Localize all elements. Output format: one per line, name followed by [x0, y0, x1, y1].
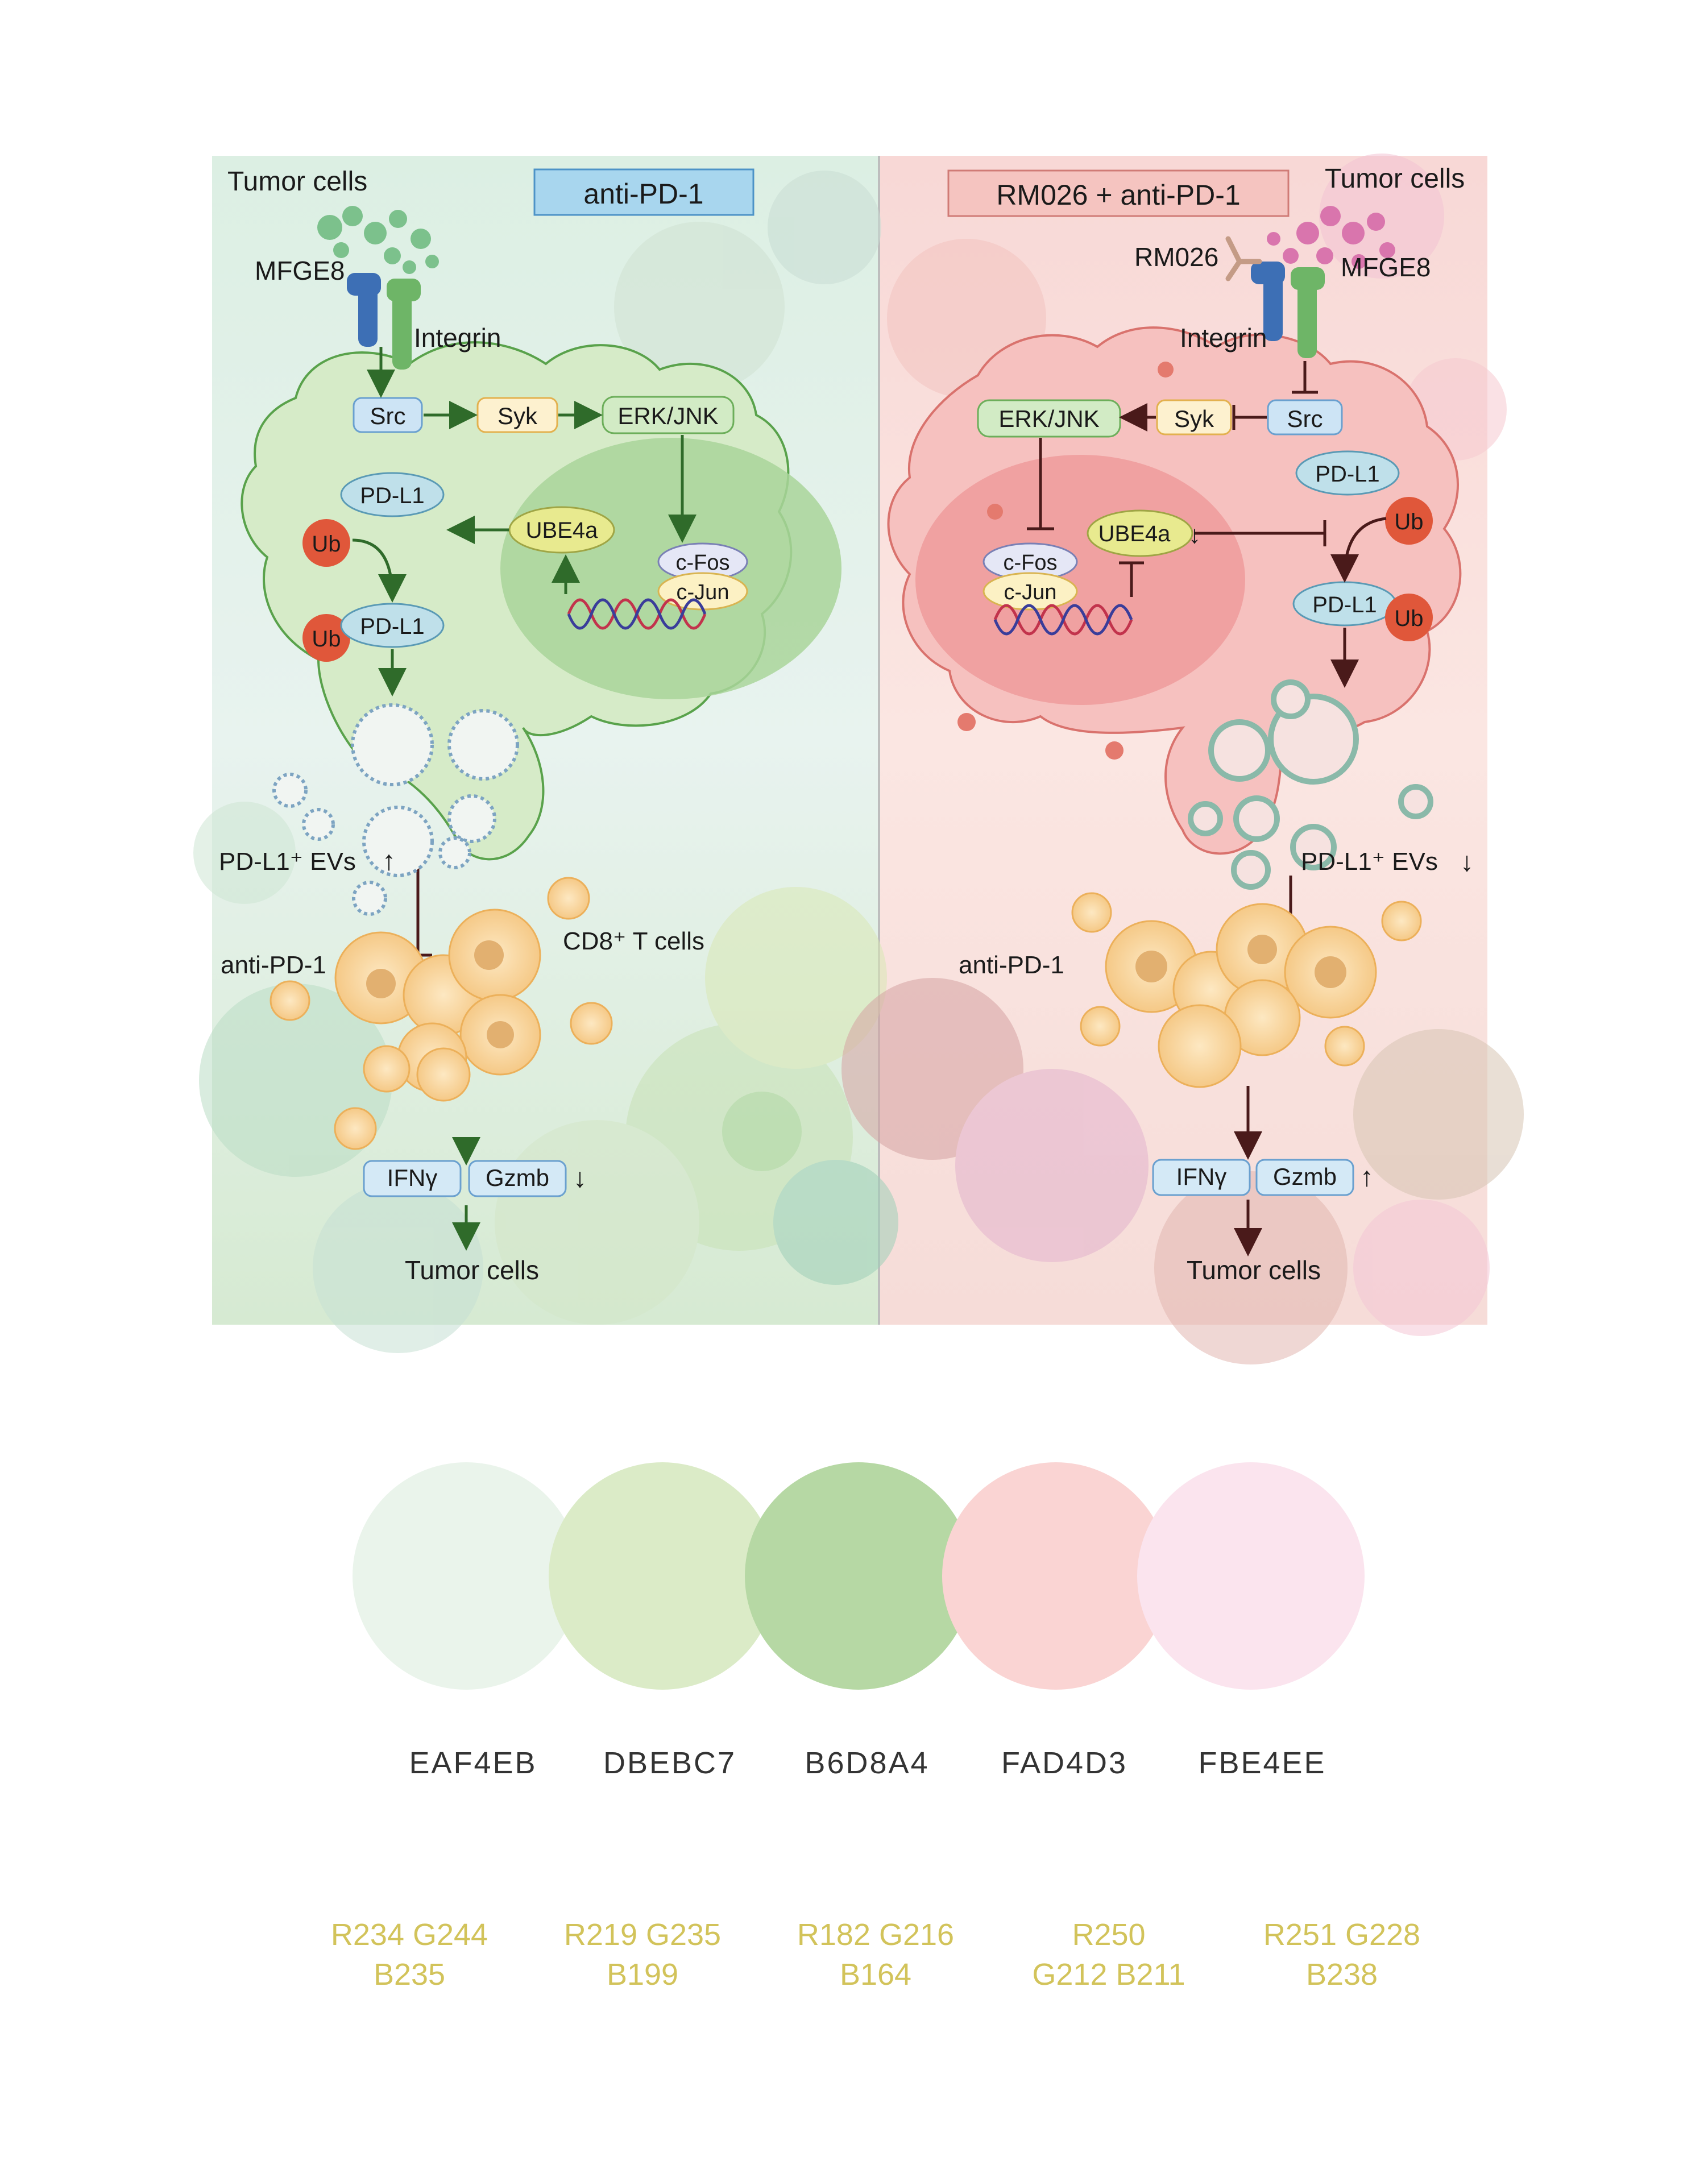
right-ub1-label: Ub	[1394, 509, 1423, 534]
left-dna-helix	[567, 598, 707, 630]
swatch-circle-2	[549, 1462, 776, 1690]
left-pdl1-top-node	[340, 472, 445, 517]
right-rm026-label: RM026	[1134, 242, 1218, 272]
right-evs-arrow: ↓	[1460, 847, 1474, 877]
left-src-node	[353, 397, 423, 433]
left-evs-arrow: ↑	[382, 846, 396, 876]
right-pdl1-bottom-label: PD-L1	[1312, 592, 1377, 617]
left-mfge8-label: MFGE8	[255, 256, 345, 285]
swatch-hex-5: FBE4EE	[1198, 1746, 1326, 1780]
right-ube4a-label: UBE4a	[1098, 521, 1171, 546]
right-extracellular-vesicles	[1188, 679, 1433, 890]
right-pdl1-top-node	[1295, 450, 1400, 496]
right-mfge8-vesicles	[1267, 206, 1395, 269]
left-cjun-label: c-Jun	[677, 580, 729, 604]
right-ub2-node	[1385, 594, 1433, 641]
swatch-hex-4: FAD4D3	[1001, 1746, 1128, 1780]
left-pdl1-top-label: PD-L1	[360, 483, 424, 508]
rm026-antibody-icon	[1225, 236, 1262, 281]
left-syk-node	[476, 397, 558, 433]
right-integrin-label: Integrin	[1180, 323, 1267, 352]
right-t-cells	[1071, 892, 1422, 1088]
right-dna-helix	[993, 604, 1133, 636]
right-mfge8-label: MFGE8	[1341, 252, 1431, 282]
right-cjun-label: c-Jun	[1004, 580, 1057, 604]
right-tumor-cells-top: Tumor cells	[1325, 164, 1465, 194]
right-syk-node	[1156, 399, 1232, 435]
right-cell-dots	[957, 362, 1174, 760]
right-integrin-receptor	[1251, 262, 1325, 358]
swatch-circle-1	[353, 1462, 580, 1690]
left-tumor-cells-top: Tumor cells	[227, 167, 367, 197]
right-src-label: Src	[1287, 405, 1323, 432]
left-syk-label: Syk	[498, 403, 538, 429]
left-ube4a-node	[508, 506, 615, 554]
left-gzmb-node	[468, 1160, 567, 1197]
right-ifng-node	[1152, 1159, 1251, 1196]
left-erk-node	[602, 396, 735, 434]
left-tumor-cells-bottom: Tumor cells	[405, 1255, 539, 1285]
right-ifng-label: IFNγ	[1176, 1163, 1227, 1190]
right-ub2-label: Ub	[1394, 606, 1423, 631]
left-title: anti-PD-1	[583, 178, 703, 210]
left-ifng-node	[363, 1160, 462, 1197]
left-evs-label: PD-L1⁺ EVs	[219, 848, 356, 876]
right-ub1-node	[1385, 497, 1433, 545]
right-syk-label: Syk	[1174, 405, 1214, 432]
left-gzmb-arrow: ↓	[573, 1163, 587, 1193]
right-tumor-cells-bottom: Tumor cells	[1187, 1255, 1321, 1285]
right-ube4a-arrow: ↓	[1188, 521, 1201, 549]
right-antipd1-label: anti-PD-1	[959, 951, 1064, 979]
right-erk-label: ERK/JNK	[998, 405, 1099, 432]
left-pdl1-bottom-node	[340, 603, 445, 648]
right-gzmb-node	[1255, 1159, 1354, 1196]
left-erk-label: ERK/JNK	[617, 403, 718, 429]
left-integrin-label: Integrin	[414, 323, 501, 352]
right-title: RM026 + anti-PD-1	[996, 179, 1240, 211]
left-ub2-label: Ub	[312, 627, 341, 652]
swatch-hex-1: EAF4EB	[409, 1746, 537, 1780]
left-pdl1-bottom-label: PD-L1	[360, 614, 424, 639]
left-integrin-receptor	[347, 273, 421, 370]
right-gzmb-arrow: ↑	[1360, 1162, 1374, 1192]
right-evs-label: PD-L1⁺ EVs	[1301, 848, 1438, 876]
right-cfos-label: c-Fos	[1004, 551, 1058, 575]
left-ube4a-label: UBE4a	[526, 518, 598, 543]
right-nucleus	[915, 455, 1245, 705]
left-ub1-node	[302, 519, 350, 567]
left-t-cells	[270, 877, 613, 1150]
right-src-node	[1267, 399, 1343, 435]
left-src-label: Src	[370, 403, 406, 429]
swatch-circle-3	[745, 1462, 972, 1690]
left-ub1-label: Ub	[312, 532, 341, 557]
swatch-hex-2: DBEBC7	[603, 1746, 737, 1780]
swatch-circle-5	[1137, 1462, 1365, 1690]
right-cjun-node	[982, 572, 1078, 611]
swatch-hex-3: B6D8A4	[805, 1746, 930, 1780]
left-cd8-label: CD8⁺ T cells	[563, 927, 704, 955]
left-antipd1-label: anti-PD-1	[221, 951, 326, 979]
right-ube4a-node	[1087, 509, 1193, 557]
swatch-circle-4	[942, 1462, 1170, 1690]
left-cfos-label: c-Fos	[676, 551, 730, 575]
right-pdl1-top-label: PD-L1	[1315, 462, 1379, 487]
left-ub2-node	[302, 614, 350, 662]
right-title-box	[947, 169, 1290, 217]
left-title-box	[533, 168, 754, 216]
right-gzmb-label: Gzmb	[1273, 1163, 1337, 1190]
left-mfge8-vesicles	[317, 206, 439, 274]
left-pathway-arrows	[352, 347, 697, 1251]
left-ifng-label: IFNγ	[387, 1164, 438, 1191]
right-pathway-arrows	[1027, 361, 1387, 1256]
left-extracellular-vesicles	[272, 703, 519, 916]
left-gzmb-label: Gzmb	[486, 1164, 549, 1191]
